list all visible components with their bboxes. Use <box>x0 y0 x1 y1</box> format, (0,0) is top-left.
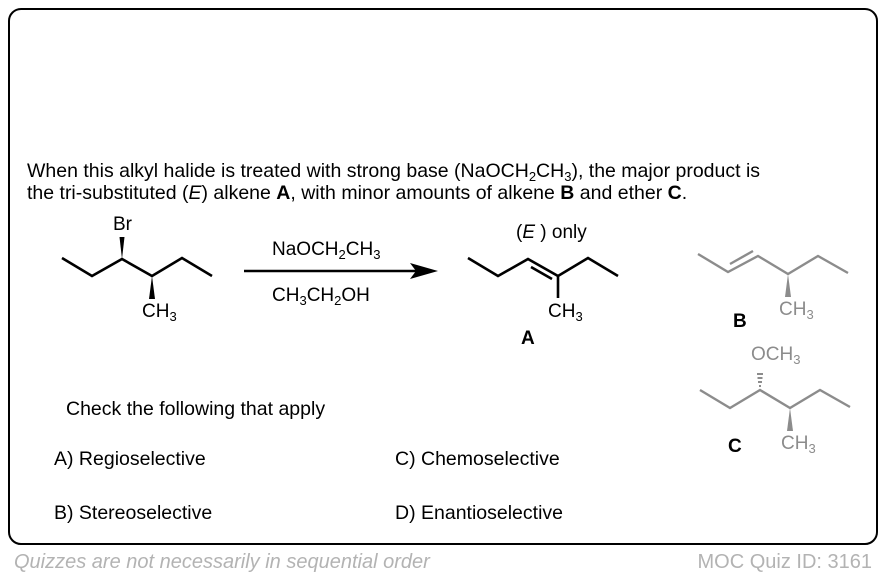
question-line-2: the tri-substituted (E) alkene A, with m… <box>27 182 760 204</box>
question-text-segment: . <box>681 182 688 204</box>
double-bond-line <box>530 265 553 281</box>
question-text: When this alkyl halide is treated with s… <box>27 160 760 204</box>
option-enantioselective[interactable]: D) Enantioselective <box>395 502 563 524</box>
starting-material-structure <box>61 256 213 278</box>
footer-disclaimer: Quizzes are not necessarily in sequentia… <box>14 551 430 573</box>
wedge-bond-br <box>119 237 125 259</box>
methyl-text: CH <box>779 299 807 320</box>
compound-ref-c: C <box>667 182 682 204</box>
subscript: 2 <box>334 293 342 308</box>
product-b-structure <box>697 249 849 276</box>
product-a-label: A <box>521 328 535 349</box>
product-c-methoxy-label: OCH3 <box>751 344 801 367</box>
methoxy-text: OCH <box>751 344 794 365</box>
reagent-text: CH <box>345 239 374 260</box>
option-regioselective[interactable]: A) Regioselective <box>54 448 206 470</box>
subscript: 3 <box>806 307 814 322</box>
subscript: 3 <box>169 309 177 324</box>
note-text: ) only <box>535 222 587 243</box>
product-c-methyl-label: CH3 <box>781 433 816 456</box>
question-text-segment: ) alkene <box>201 182 277 204</box>
wedge-bond-methyl-c <box>787 408 793 431</box>
product-c-structure <box>699 388 851 410</box>
reagent-text: CH <box>272 285 300 306</box>
wedge-bond-methyl <box>149 276 155 299</box>
subscript: 3 <box>575 309 583 324</box>
question-text-segment: ), the major product is <box>571 160 761 182</box>
question-text-segment: the tri-substituted ( <box>27 182 189 204</box>
instruction-text: Check the following that apply <box>66 398 326 420</box>
compound-ref-a: A <box>276 182 291 204</box>
subscript: 3 <box>793 352 801 367</box>
carbon-chain <box>697 252 849 276</box>
note-text: ( <box>516 222 523 243</box>
e-descriptor: E <box>522 222 536 243</box>
methyl-text: CH <box>781 433 809 454</box>
quiz-id: MOC Quiz ID: 3161 <box>697 551 872 573</box>
subscript: 3 <box>808 441 816 456</box>
subscript: 3 <box>373 247 381 262</box>
product-a-structure <box>467 256 619 298</box>
option-stereoselective[interactable]: B) Stereoselective <box>54 502 213 524</box>
methyl-text: CH <box>142 301 170 322</box>
carbon-chain <box>61 256 213 278</box>
question-text-segment: , with minor amounts of alkene <box>290 182 561 204</box>
bromine-label: Br <box>113 214 132 235</box>
product-a-methyl-label: CH3 <box>548 301 583 324</box>
e-descriptor: E <box>188 182 202 204</box>
double-bond-line <box>729 249 754 266</box>
question-text-segment: and ether <box>574 182 668 204</box>
carbon-chain <box>467 256 619 278</box>
product-b-methyl-label: CH3 <box>779 299 814 322</box>
carbon-chain <box>699 388 851 410</box>
reagent-text: NaOCH <box>272 239 339 260</box>
reagent-text: OH <box>341 285 370 306</box>
reaction-arrow <box>244 263 438 279</box>
subscript: 2 <box>338 247 346 262</box>
reagent-base: NaOCH2CH3 <box>272 239 381 262</box>
reagent-text: CH <box>306 285 335 306</box>
option-chemoselective[interactable]: C) Chemoselective <box>395 448 560 470</box>
question-text-segment: CH <box>536 160 565 182</box>
question-line-1: When this alkyl halide is treated with s… <box>27 160 761 184</box>
reagent-solvent: CH3CH2OH <box>272 285 370 308</box>
product-b-label: B <box>733 311 747 332</box>
compound-ref-b: B <box>560 182 575 204</box>
hashed-bond-methoxy <box>757 373 763 387</box>
wedge-bond-methyl-b <box>785 274 791 297</box>
product-c-label: C <box>728 436 742 457</box>
subscript: 3 <box>299 293 307 308</box>
methyl-text: CH <box>548 301 576 322</box>
quiz-card-frame <box>8 8 878 545</box>
subscript: 3 <box>564 169 572 184</box>
e-only-note: (E ) only <box>516 223 587 243</box>
subscript: 2 <box>528 169 537 184</box>
question-text-segment: When this alkyl halide is treated with s… <box>27 160 529 182</box>
methyl-label: CH3 <box>142 301 177 324</box>
